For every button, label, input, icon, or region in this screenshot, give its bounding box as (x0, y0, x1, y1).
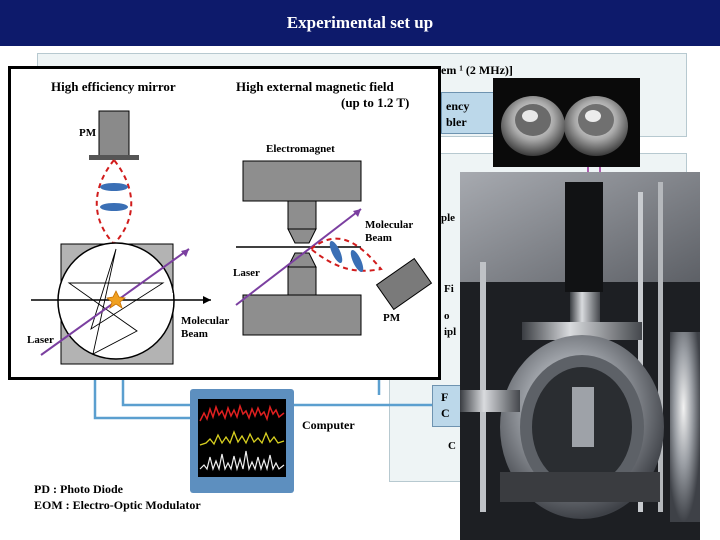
right-heading-line2: (up to 1.2 T) (341, 95, 410, 110)
slide-title: Experimental set up (0, 0, 720, 46)
frag-o: o (444, 310, 450, 322)
lens-right-1 (329, 240, 343, 264)
frag-c: C (441, 406, 450, 420)
schematic-drawing (31, 110, 433, 365)
pm-tube-left (98, 110, 130, 158)
pm-top-label: PM (79, 127, 97, 139)
electromagnet-top (242, 160, 362, 202)
pm-right-label: PM (383, 312, 401, 324)
reflection-rays (67, 248, 165, 355)
frequency-doubler-box: ency bler (441, 92, 499, 134)
electromagnet-bottom (242, 294, 362, 336)
laser-left-label: Laser (27, 334, 54, 346)
computer-label: Computer (302, 418, 355, 432)
beam-path-left (95, 159, 133, 246)
spectrum-screen (198, 399, 286, 477)
beam-path-right (310, 237, 383, 272)
pm-base-left (89, 155, 139, 160)
computer-monitor (190, 389, 294, 493)
molecular-beam-left-2: Beam (181, 328, 208, 340)
lens-right-2 (350, 249, 364, 273)
fluorescence-spot (106, 290, 126, 309)
legend-eom: EOM : Electro-Optic Modulator (34, 498, 201, 512)
box-fragment-2: bler (446, 115, 467, 129)
legend-photo-diode: PD : Photo Diode (34, 482, 123, 496)
box-fragment-1: ency (446, 99, 470, 113)
laser-right-label: Laser (233, 267, 260, 279)
frag-sample: ple (441, 212, 456, 224)
frag-f: F (441, 390, 449, 404)
frag-fi: Fi (444, 283, 454, 295)
electromagnet-label: Electromagnet (266, 143, 335, 155)
pm-tube-right (375, 257, 433, 311)
beam-arrow-left (203, 296, 211, 304)
apparatus-photo-graphic (460, 172, 700, 540)
mirror-photo-graphic (501, 96, 628, 156)
system-label-fragment: em ¹ (2 MHz)] (441, 63, 513, 77)
laser-arrow-right (353, 209, 361, 217)
mirror-photo (493, 78, 640, 167)
molecular-beam-right-2: Beam (365, 232, 392, 244)
pole-tip-top (287, 228, 317, 244)
pole-bottom (287, 266, 317, 296)
inset-schematic: High efficiency mirror High external mag… (8, 66, 441, 380)
laser-line-right (235, 208, 362, 306)
right-heading-line1: High external magnetic field (236, 79, 394, 94)
molecular-beam-right-1: Molecular (365, 219, 414, 231)
laser-arrow-left (181, 249, 189, 257)
lens-left-1 (100, 183, 128, 191)
apparatus-photo (460, 172, 700, 540)
pole-top (287, 200, 317, 230)
left-heading: High efficiency mirror (51, 79, 176, 94)
frag-ipl: ipl (444, 326, 457, 338)
lens-left-2 (100, 203, 128, 211)
frag-c2: C (448, 440, 456, 452)
molecular-beam-left-1: Molecular (181, 315, 230, 327)
